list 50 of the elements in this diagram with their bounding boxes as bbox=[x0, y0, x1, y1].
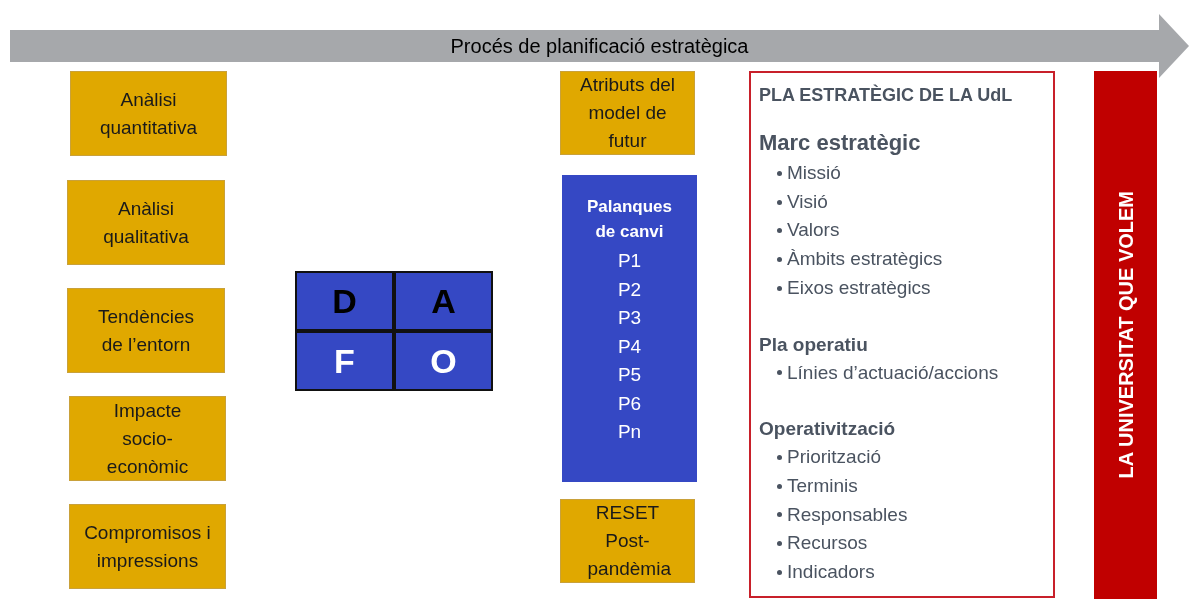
input-box bbox=[67, 288, 225, 373]
input-label: Atributs del model de futur bbox=[578, 73, 676, 153]
lever-item: P2 bbox=[617, 277, 642, 302]
bullet-item: Línies d’actuació/accions bbox=[787, 360, 999, 385]
lever-item: P1 bbox=[617, 249, 642, 274]
input-box bbox=[69, 504, 226, 589]
process-arrow-band bbox=[10, 14, 1189, 78]
lever-item: Pn bbox=[617, 420, 642, 445]
input-box bbox=[69, 396, 226, 481]
levers-box bbox=[562, 175, 697, 482]
swot-letter: D bbox=[332, 280, 357, 322]
input-box bbox=[70, 71, 227, 156]
swot-cell bbox=[295, 271, 394, 331]
input-box bbox=[560, 71, 695, 155]
bullet-item: Indicadors bbox=[787, 560, 875, 585]
section-heading: Marc estratègic bbox=[759, 129, 922, 157]
input-box bbox=[67, 180, 225, 265]
lever-item: P3 bbox=[617, 306, 642, 331]
swot-letter: A bbox=[431, 280, 456, 322]
vision-label: LA UNIVERSITAT QUE VOLEM bbox=[1113, 191, 1138, 479]
plan-box bbox=[749, 71, 1055, 598]
input-label: Impacte socio-econòmic bbox=[105, 398, 190, 479]
input-box bbox=[560, 499, 695, 583]
swot-cell bbox=[295, 331, 394, 391]
section-heading: Operativització bbox=[759, 417, 897, 442]
lever-item: P6 bbox=[617, 391, 642, 416]
bullet-item: Priorització bbox=[787, 445, 881, 470]
bullet-item: Visió bbox=[787, 189, 828, 214]
vision-bar bbox=[1094, 71, 1157, 599]
levers-title: Palanques de canvi bbox=[585, 196, 673, 244]
input-label: Anàlisi qualitativa bbox=[102, 196, 190, 249]
input-label: Tendències de l’entorn bbox=[96, 304, 196, 357]
bullet-item: Valors bbox=[787, 218, 840, 243]
bullet-item: Responsables bbox=[787, 502, 908, 527]
bullet-item: Terminis bbox=[787, 473, 858, 498]
bullet-item: Eixos estratègics bbox=[787, 275, 931, 300]
section-heading: Pla operatiu bbox=[759, 332, 869, 357]
lever-item: P4 bbox=[617, 334, 642, 359]
swot-cell bbox=[394, 271, 493, 331]
swot-cell bbox=[394, 331, 493, 391]
bullet-item: Missió bbox=[787, 161, 841, 185]
swot-letter: O bbox=[430, 340, 457, 382]
bullet-item: Recursos bbox=[787, 531, 868, 556]
input-label: Compromisos i impressions bbox=[83, 520, 212, 573]
lever-item: P5 bbox=[617, 363, 642, 388]
process-label: Procés de planificació estratègica bbox=[450, 34, 749, 59]
input-label: Anàlisi quantitativa bbox=[98, 87, 199, 140]
plan-title: PLA ESTRATÈGIC DE LA UdL bbox=[759, 83, 1014, 107]
swot-letter: F bbox=[334, 340, 355, 382]
bullet-item: Àmbits estratègics bbox=[787, 247, 943, 272]
